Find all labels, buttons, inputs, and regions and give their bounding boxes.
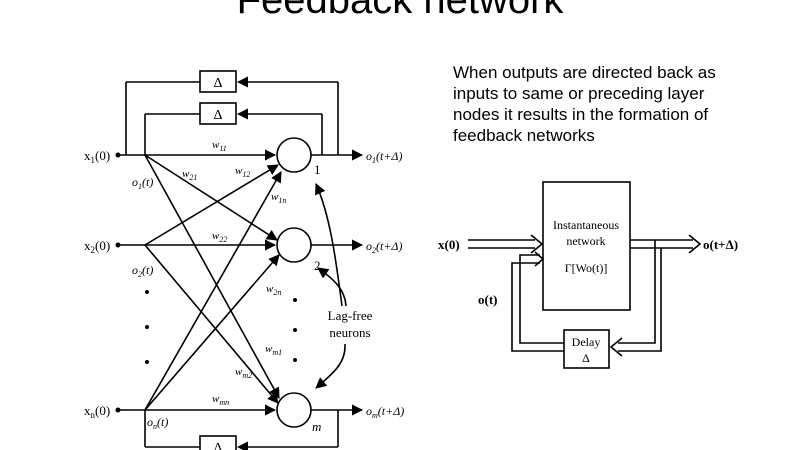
annotation-arrow <box>315 343 346 389</box>
slide-title: Feedback network <box>236 0 564 22</box>
weight-label: w22 <box>212 230 227 244</box>
neuron-m <box>276 392 312 428</box>
feedback-label: o(t) <box>478 292 498 307</box>
weighted-connections <box>144 149 282 416</box>
delay-symbol: Δ <box>213 108 222 123</box>
neuron-1 <box>276 137 312 173</box>
block-label: Instantaneous <box>553 218 619 232</box>
input-label-x1: x1(0) <box>84 148 110 165</box>
annotation-neurons: neurons <box>329 325 370 340</box>
input-label-xn: xn(0) <box>84 403 110 420</box>
delay-label: Δ <box>582 351 590 365</box>
weight-label: wm2 <box>235 366 252 380</box>
delay-label: Delay <box>572 335 601 349</box>
description-line: When outputs are directed back as <box>453 63 716 82</box>
block-label: Γ[Wo(t)] <box>565 261 608 275</box>
weight-label: wmn <box>212 393 229 407</box>
ellipsis-dots <box>145 290 297 364</box>
weight-label: w2n <box>266 283 281 297</box>
weight-label: wm1 <box>265 343 282 357</box>
neuron-label: 1 <box>314 162 321 177</box>
description-text: When outputs are directed back as inputs… <box>453 62 793 146</box>
delay-symbol: Δ <box>213 76 222 91</box>
weight-labels: w11 w21 w12 w1n w22 w2n wm1 wm2 wmn <box>182 139 286 407</box>
input-node <box>115 407 121 413</box>
feedback-arrow <box>534 251 545 267</box>
delay-input-arrow <box>609 337 623 357</box>
block-diagram: Instantaneous network Γ[Wo(t)] Delay Δ x… <box>438 181 738 369</box>
neuron-label: 2 <box>314 258 321 273</box>
annotation-arrow <box>317 267 347 307</box>
weight-label: w21 <box>182 168 197 182</box>
weight-label: w12 <box>235 165 250 179</box>
annotation-arrow <box>315 182 343 307</box>
input-label-x2: x2(0) <box>84 238 110 255</box>
output-label-o1: o1(t+Δ) <box>366 149 402 165</box>
description-line: feedback networks <box>453 126 595 145</box>
weight-label: w11 <box>212 139 227 153</box>
output-label: o(t+Δ) <box>703 237 738 252</box>
output-arrow <box>688 234 702 254</box>
neuron-2 <box>276 227 312 263</box>
input-node <box>115 152 121 158</box>
feedback-label-on: on(t) <box>147 415 168 431</box>
input-label: x(0) <box>438 237 460 252</box>
feedback-label-o1: o1(t) <box>132 175 153 191</box>
instantaneous-network-block <box>542 181 631 311</box>
output-label-om: om(t+Δ) <box>366 404 404 420</box>
description-line: inputs to same or preceding layer <box>453 84 705 103</box>
neuron-label: m <box>312 419 321 434</box>
delay-symbol: Δ <box>213 441 222 450</box>
input-node <box>115 242 121 248</box>
block-label: network <box>566 234 605 248</box>
feedback-label-o2: o2(t) <box>132 263 153 279</box>
weight-label: w1n <box>271 191 286 205</box>
description-line: nodes it results in the formation of <box>453 105 709 124</box>
feedback-network-diagram: Δ Δ Δ <box>84 70 404 450</box>
annotation-lag-free: Lag-free <box>328 308 373 323</box>
input-arrow <box>530 234 544 254</box>
output-label-o2: o2(t+Δ) <box>366 239 402 255</box>
delay-block <box>563 329 610 369</box>
